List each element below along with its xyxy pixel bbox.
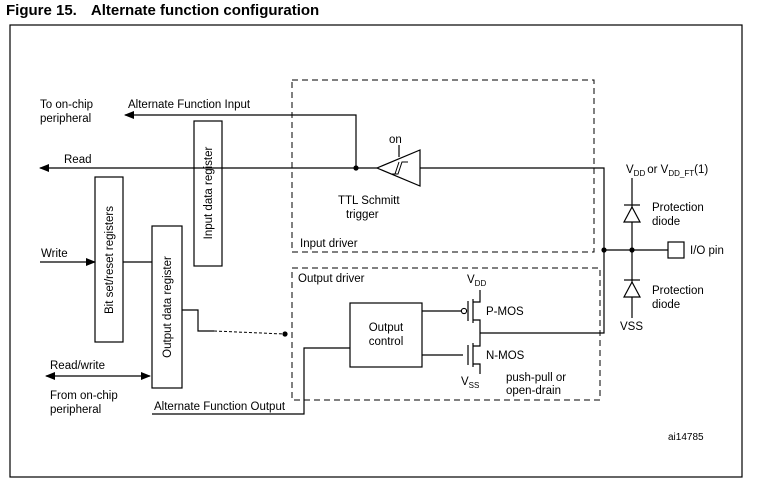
lower-protection-label-line1: Protection: [652, 285, 704, 297]
hysteresis-icon: [392, 161, 408, 175]
on-label: on: [389, 134, 402, 146]
lower-protection-label-line2: diode: [652, 299, 680, 311]
vss-label: VSS: [620, 321, 643, 333]
output-driver-region: [291, 267, 601, 401]
figure-title: Figure 15. Alternate function configurati…: [6, 2, 319, 19]
read-junction: [353, 165, 359, 171]
alt-func-output-label: Alternate Function Output: [154, 401, 286, 413]
input-data-register-label: Input data register: [203, 146, 215, 239]
bit-set-reset-registers-label: Bit set/reset registers: [104, 206, 116, 314]
nmos-label: N-MOS: [486, 350, 525, 362]
output-control-label-line2: control: [369, 336, 404, 348]
odr-switch-dashed: [213, 330, 285, 335]
alt-func-input-label: Alternate Function Input: [128, 99, 251, 111]
upper-protection-label-line2: diode: [652, 216, 680, 228]
upper-diode: [623, 205, 641, 223]
output-driver-label: Output driver: [298, 273, 365, 285]
ttl-schmitt-label-line1: TTL Schmitt: [338, 195, 400, 207]
to-onchip-label-line1: To on-chip: [40, 99, 93, 111]
output-data-register-label: Output data register: [162, 256, 174, 358]
alt-func-output-wire: [152, 347, 350, 415]
vdd-top-v: VDD: [467, 274, 486, 288]
ttl-schmitt-label-line2: trigger: [346, 209, 379, 221]
vss-bottom-v: VSS: [461, 376, 479, 390]
output-data-register-box: [151, 225, 183, 389]
input-driver-region: [291, 79, 595, 253]
output-control-box: [349, 302, 423, 368]
odr-output-wire: [182, 309, 214, 332]
read-label: Read: [64, 154, 92, 166]
pmos-drain: [473, 319, 481, 333]
lower-diode: [623, 280, 641, 298]
pmos-label: P-MOS: [486, 306, 524, 318]
pin-junction-left: [601, 247, 607, 253]
push-pull-label-line2: open-drain: [506, 385, 561, 397]
read-write-label: Read/write: [50, 360, 105, 372]
nmos-source: [473, 363, 481, 374]
alt-func-input-wire: [124, 111, 357, 168]
push-pull-label-line1: push-pull or: [506, 372, 566, 384]
output-control-label-line1: Output: [369, 322, 404, 334]
from-onchip-label-line1: From on-chip: [50, 390, 118, 402]
input-data-register-box: [193, 120, 223, 267]
figure-caption: Alternate function configuration: [90, 2, 320, 19]
switch-contact: [282, 331, 288, 337]
upper-protection-label-line1: Protection: [652, 202, 704, 214]
to-onchip-label-line2: peripheral: [40, 113, 91, 125]
mos-output-wire: [480, 250, 605, 334]
pmos-bubble: [460, 307, 468, 315]
figure-number: Figure 15.: [6, 2, 77, 19]
write-label: Write: [41, 248, 68, 260]
input-driver-label: Input driver: [300, 238, 358, 250]
io-pin-label: I/O pin: [690, 245, 724, 257]
figure-frame: [9, 24, 743, 478]
io-pin-box: [667, 241, 685, 259]
from-onchip-label-line2: peripheral: [50, 404, 101, 416]
schmitt-input-wire: [420, 167, 605, 250]
pmos-source: [473, 290, 481, 303]
figure-id: ai14785: [668, 432, 704, 443]
nmos-drain: [473, 333, 481, 347]
